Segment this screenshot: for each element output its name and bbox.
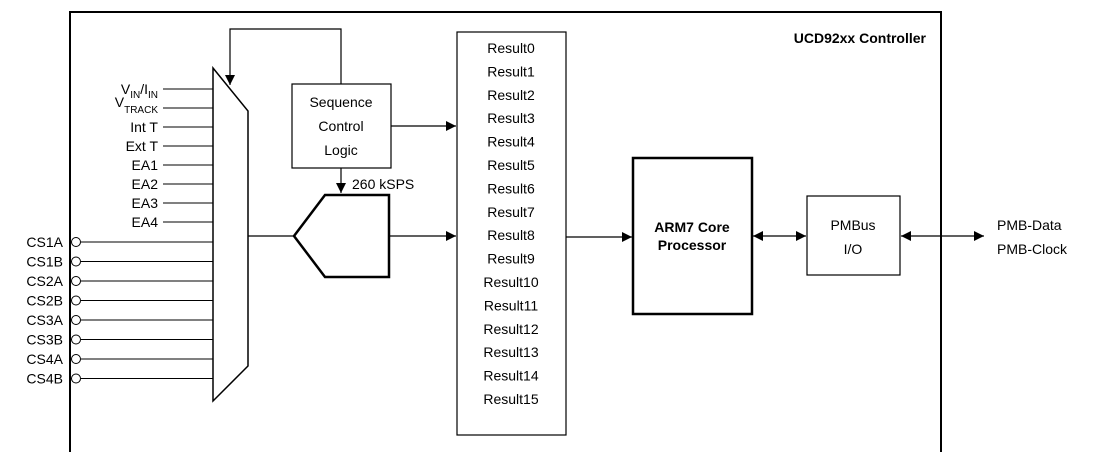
arm7-processor-block <box>631 156 754 316</box>
result-register-label: Result2 <box>487 87 535 103</box>
result-register-label: Result11 <box>484 297 538 313</box>
cs-pin-terminal <box>71 276 81 286</box>
input-label-vtrack: VTRACK <box>115 94 159 116</box>
cs-pin-label: CS4B <box>26 371 63 387</box>
input-label-vin-iin: VIN/IIN <box>121 81 158 101</box>
results-list: Result0Result1Result2Result3Result4Resul… <box>483 40 538 407</box>
cs-pin-terminal <box>71 373 81 384</box>
input-label-ea2: EA2 <box>132 176 159 192</box>
result-register-label: Result7 <box>487 204 535 220</box>
result-register-label: Result13 <box>483 344 538 360</box>
result-register-label: Result9 <box>487 251 535 267</box>
sequence-label-line2: Control <box>318 118 363 134</box>
input-label-ext-t: Ext T <box>126 138 159 154</box>
result-register-label: Result4 <box>487 134 535 150</box>
controller-title: UCD92xx Controller <box>794 30 927 46</box>
result-register-label: Result10 <box>483 274 538 290</box>
pmbus-io-block <box>806 195 901 276</box>
cs-pin-terminal <box>71 315 81 325</box>
result-register-label: Result14 <box>483 368 538 384</box>
result-register-label: Result5 <box>487 157 535 173</box>
result-register-label: Result12 <box>483 321 538 337</box>
result-register-label: Result8 <box>487 227 535 243</box>
pmbus-label-line1: PMBus <box>830 217 875 233</box>
pmbus-label-line2: I/O <box>844 241 863 257</box>
sequence-label-line1: Sequence <box>309 94 372 110</box>
cs-pin-terminal <box>71 295 81 306</box>
cs-pin-terminal <box>71 334 81 345</box>
mux-select-line <box>225 28 342 85</box>
cs-pin-label: CS3A <box>26 312 63 328</box>
input-label-int-t: Int T <box>130 119 158 135</box>
result-register-label: Result15 <box>483 391 538 407</box>
result-register-label: Result1 <box>487 63 535 79</box>
cs-pin-label: CS4A <box>26 351 63 367</box>
cs-pin-group: CS1A CS1B CS2A CS2B CS3A CS3B CS4A CS4B <box>26 234 213 387</box>
pmb-data-label: PMB-Data <box>997 217 1062 233</box>
processor-label-line1: ARM7 Core <box>654 219 730 235</box>
result-register-label: Result3 <box>487 110 535 126</box>
pmb-clock-label: PMB-Clock <box>997 241 1068 257</box>
adc-rate-label: 260 kSPS <box>352 176 414 192</box>
result-register-label: Result0 <box>487 40 535 56</box>
cs-pin-label: CS3B <box>26 332 63 348</box>
processor-label-line2: Processor <box>658 237 727 253</box>
input-label-ea1: EA1 <box>132 157 159 173</box>
adc-block <box>292 193 391 279</box>
results-block <box>456 31 567 436</box>
multiplexer <box>212 65 249 403</box>
cs-pin-terminal <box>71 237 81 247</box>
cs-pin-label: CS1A <box>26 234 63 250</box>
cs-pin-label: CS1B <box>26 254 63 270</box>
cs-pin-label: CS2B <box>26 293 63 309</box>
cs-pin-label: CS2A <box>26 273 63 289</box>
input-label-ea4: EA4 <box>132 214 159 230</box>
sequence-label-line3: Logic <box>324 142 357 158</box>
cs-pin-terminal <box>71 256 81 267</box>
cs-pin-terminal <box>71 354 81 364</box>
input-label-ea3: EA3 <box>132 195 159 211</box>
mux-input-group: VIN/IIN VTRACK Int T Ext T EA1 EA2 EA3 E… <box>115 81 213 230</box>
result-register-label: Result6 <box>487 180 535 196</box>
